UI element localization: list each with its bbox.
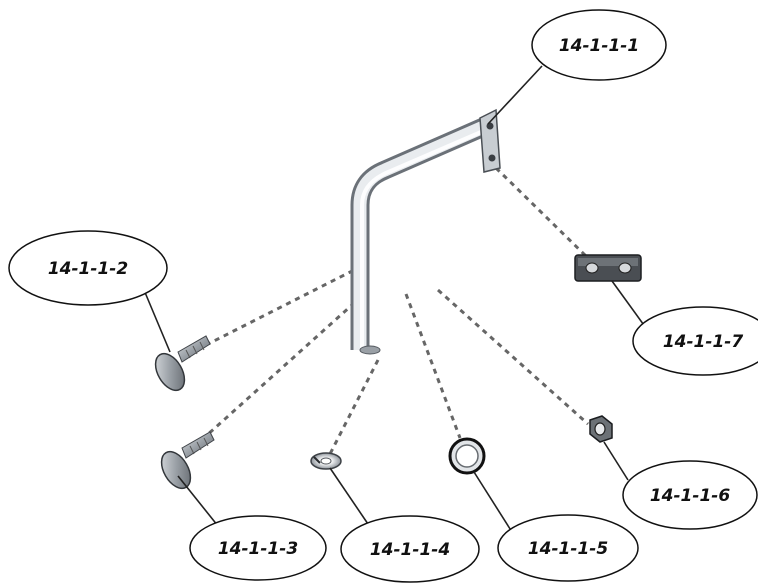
assembly-line-bolt-upper xyxy=(207,264,363,346)
callout-ellipse xyxy=(189,515,327,581)
leader-line-2 xyxy=(143,289,171,353)
carriage-bolt-upper xyxy=(154,335,211,392)
assembly-line-ring xyxy=(404,293,462,439)
callout-label: 14-1-1-7 xyxy=(663,332,743,352)
callout-label: 14-1-1-3 xyxy=(218,539,298,559)
callout-14-1-1-6: 14-1-1-6 xyxy=(622,460,758,530)
callout-label: 14-1-1-5 xyxy=(528,539,608,559)
lock-washer xyxy=(310,452,342,470)
callout-ellipse xyxy=(497,514,639,582)
assembly-line-nut xyxy=(437,288,589,426)
callout-14-1-1-2: 14-1-1-2 xyxy=(8,230,168,306)
leader-line-1 xyxy=(487,65,543,125)
callout-label: 14-1-1-2 xyxy=(48,259,128,279)
callout-14-1-1-3: 14-1-1-3 xyxy=(189,515,327,581)
callout-label: 14-1-1-4 xyxy=(370,540,450,560)
leader-line-4 xyxy=(329,467,369,525)
leader-line-3 xyxy=(177,475,219,527)
leader-line-5 xyxy=(473,471,513,533)
callout-label: 14-1-1-1 xyxy=(559,36,639,56)
flat-ring-washer xyxy=(448,437,486,475)
callout-ellipse xyxy=(622,460,758,530)
callout-14-1-1-5: 14-1-1-5 xyxy=(497,514,639,582)
leader-lines xyxy=(143,65,647,533)
callout-ellipse xyxy=(531,9,667,81)
callout-ellipse xyxy=(8,230,168,306)
assembly-line-bracket xyxy=(494,166,590,260)
assembly-line-washer xyxy=(328,359,380,455)
assembly-line-bolt-lower xyxy=(204,294,364,438)
callout-14-1-1-1: 14-1-1-1 xyxy=(531,9,667,81)
assembly-lines xyxy=(204,166,590,455)
leader-line-6 xyxy=(603,441,629,481)
callout-ellipse xyxy=(632,306,758,376)
bent-tube-bracket xyxy=(350,108,501,355)
hex-nut xyxy=(589,415,613,443)
callout-14-1-1-4: 14-1-1-4 xyxy=(340,515,480,583)
callout-label: 14-1-1-6 xyxy=(650,486,730,506)
carriage-bolt-lower xyxy=(160,431,215,490)
leader-line-7 xyxy=(611,280,647,329)
flat-plate-part xyxy=(574,254,642,282)
callout-ellipse xyxy=(340,515,480,583)
callout-14-1-1-7: 14-1-1-7 xyxy=(632,306,758,376)
